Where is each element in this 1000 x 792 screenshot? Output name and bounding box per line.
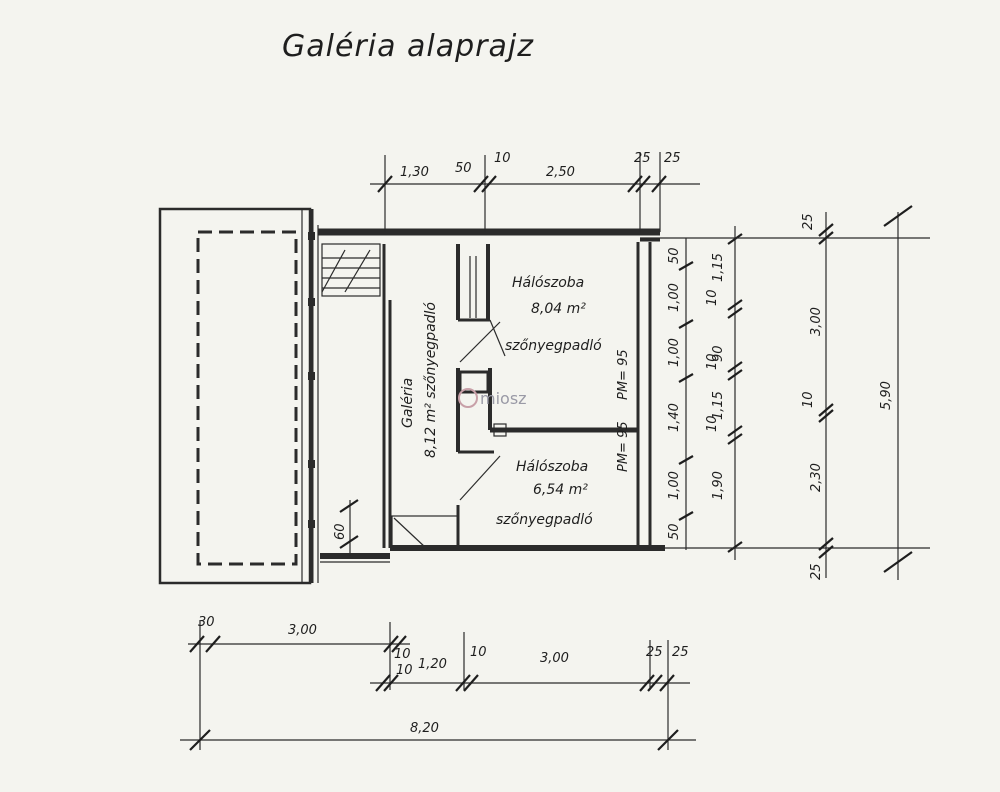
dim-label: 10 [470, 645, 487, 660]
watermark-text: miosz [480, 389, 527, 408]
dimension-bottom-row1: 30 3,00 10 [188, 615, 411, 750]
room-area: 8,04 m² [531, 301, 586, 317]
dim-label: 25 [646, 645, 663, 660]
dimension-bottom-row2: 10 1,20 10 3,00 25 25 [370, 632, 690, 750]
dim-label: 8,20 [410, 721, 439, 736]
terrace-section [158, 207, 319, 585]
dim-label: 25 [672, 645, 689, 660]
dim-label: 1,15 [711, 391, 726, 420]
dim-label: 1,00 [667, 338, 682, 367]
dimension-stair-gap: 60 [333, 499, 359, 556]
dim-label: 10 [494, 151, 511, 166]
dim-label: 3,00 [288, 623, 317, 638]
dim-label: 10 [705, 353, 720, 370]
staircase [321, 249, 380, 293]
dim-label: 25 [664, 151, 681, 166]
dim-label: 2,30 [809, 463, 824, 492]
room-galeria: Galéria 8,12 m² szőnyegpadló [400, 302, 439, 458]
dim-label: 25 [634, 151, 651, 166]
dim-label: 50 [455, 161, 472, 176]
dim-label: 50 [667, 247, 682, 264]
dim-label: 90 [711, 345, 726, 362]
dimension-right-outer: 25 3,00 10 2,30 25 [640, 212, 930, 580]
dimension-bottom-total: 8,20 [180, 721, 696, 751]
dim-label: 10 [394, 647, 411, 662]
dim-label: 1,90 [711, 471, 726, 500]
dim-label: 3,00 [809, 307, 824, 336]
dim-label: 5,90 [879, 381, 894, 410]
dim-label: 1,20 [418, 657, 447, 672]
dimension-right-inner: 50 1,00 1,00 1,40 1,00 50 [667, 238, 694, 550]
dim-label: 1,00 [667, 471, 682, 500]
room-haloszoba-2: Hálószoba 6,54 m² szőnyegpadló [496, 459, 593, 528]
dim-label: 10 [705, 289, 720, 306]
door-swings [393, 256, 506, 549]
dim-label: 1,00 [667, 283, 682, 312]
dim-label: 1,40 [667, 403, 682, 432]
room-area: 6,54 m² [533, 482, 588, 498]
room-name: Hálószoba [512, 275, 584, 291]
room-floor: szőnyegpadló [496, 512, 593, 528]
dim-label: 60 [333, 523, 348, 540]
room-name: Hálószoba [516, 459, 588, 475]
dimension-right-mid: 1,15 10 90 10 1,15 10 1,90 [705, 226, 743, 560]
watermark: miosz [458, 388, 527, 408]
dimension-right-total: 5,90 [879, 205, 913, 580]
dim-label: 25 [801, 213, 816, 230]
room-area: 8,12 m² szőnyegpadló [423, 302, 439, 458]
dim-label: 10 [801, 391, 816, 408]
railing-posts [308, 232, 315, 528]
door-label-pm: PM= 95 [616, 421, 631, 472]
dim-label: 3,00 [540, 651, 569, 666]
dim-label: 1,30 [400, 165, 429, 180]
dim-label: 10 [705, 415, 720, 432]
walls [318, 228, 665, 563]
dim-label: 2,50 [546, 165, 575, 180]
dim-label: 25 [809, 563, 824, 580]
plan-title: Galéria alaprajz [282, 29, 534, 64]
dim-label: 50 [667, 523, 682, 540]
dim-label: 10 [396, 663, 413, 678]
dimension-top: 1,30 50 10 2,50 25 25 [370, 151, 700, 232]
door-label-pm: PM= 95 [616, 349, 631, 400]
dim-label: 30 [198, 615, 215, 630]
dim-label: 1,15 [711, 253, 726, 282]
room-name: Galéria [400, 378, 416, 428]
room-floor: szőnyegpadló [505, 338, 602, 354]
room-haloszoba-1: Hálószoba 8,04 m² szőnyegpadló [505, 275, 602, 354]
